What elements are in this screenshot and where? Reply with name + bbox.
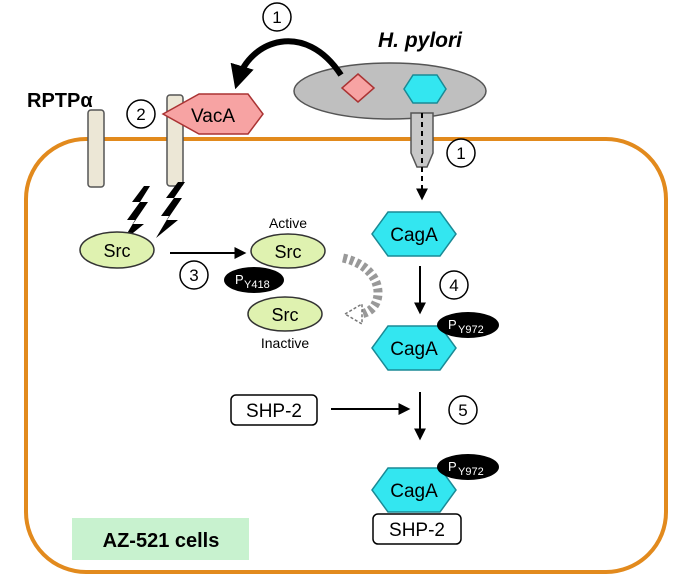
bacterium-label: H. pylori	[378, 29, 463, 52]
phospho-y972-1-p: P	[448, 317, 457, 332]
src-label-initial: Src	[104, 241, 131, 261]
vacA-toxin	[161, 93, 264, 135]
bacterium-body	[293, 62, 487, 120]
svg-text:1: 1	[272, 8, 281, 27]
step-4: 4	[439, 270, 469, 300]
step-1-syringe: 1	[446, 138, 476, 168]
active-label: Active	[269, 215, 307, 231]
vacA-on-bacterium	[340, 73, 376, 103]
phospho-y972-1-site: Y972	[458, 324, 484, 336]
cagA-label-1: CagA	[390, 225, 438, 246]
src-kinase-active	[250, 233, 326, 269]
svg-text:2: 2	[136, 105, 145, 124]
step-5: 5	[448, 395, 478, 425]
svg-text:5: 5	[458, 401, 467, 420]
cell-membrane	[24, 137, 668, 574]
src-kinase-inactive	[247, 296, 323, 332]
cagA-label-2: CagA	[390, 339, 438, 360]
vacA-secretion-arrow	[230, 38, 344, 90]
cagA-on-bacterium	[403, 74, 447, 104]
shp2-bound-label: SHP-2	[389, 520, 445, 541]
svg-text:4: 4	[449, 276, 458, 295]
phospho-y972-1	[437, 312, 499, 338]
receptor-label: RPTPα	[27, 90, 93, 112]
cagA-complex	[371, 467, 457, 513]
shp2-box	[230, 394, 318, 426]
signal-bolt-right	[156, 182, 185, 238]
step-3: 3	[179, 260, 209, 290]
phospho-y418-site: Y418	[244, 279, 270, 291]
cell-line-box	[72, 518, 249, 560]
cagA-label-3: CagA	[390, 481, 438, 502]
phospho-y972-2-site: Y972	[458, 466, 484, 478]
inactive-label: Inactive	[261, 335, 309, 351]
phospho-y972-2	[437, 454, 499, 480]
phospho-y418-p: P	[235, 272, 244, 287]
src-kinase-initial	[79, 231, 155, 269]
svg-text:1: 1	[456, 144, 465, 163]
cagA-protein	[371, 211, 457, 257]
cell-line-label: AZ-521 cells	[103, 530, 220, 552]
vacA-label: VacA	[191, 106, 235, 127]
phospho-y418	[224, 267, 284, 293]
inactivation-arrow	[341, 253, 383, 319]
src-label-active: Src	[275, 242, 302, 262]
rptp-receptor-left	[87, 109, 105, 188]
svg-text:3: 3	[189, 266, 198, 285]
signal-bolt-left	[122, 186, 150, 242]
step-2: 2	[126, 99, 156, 129]
phospho-y972-2-p: P	[448, 459, 457, 474]
shp2-label: SHP-2	[246, 401, 302, 422]
inactivation-arrowhead	[343, 302, 363, 326]
step-1-top: 1	[262, 2, 292, 32]
src-label-inactive: Src	[272, 305, 299, 325]
cagA-phosphorylated	[371, 325, 457, 371]
shp2-bound-box	[372, 513, 462, 545]
